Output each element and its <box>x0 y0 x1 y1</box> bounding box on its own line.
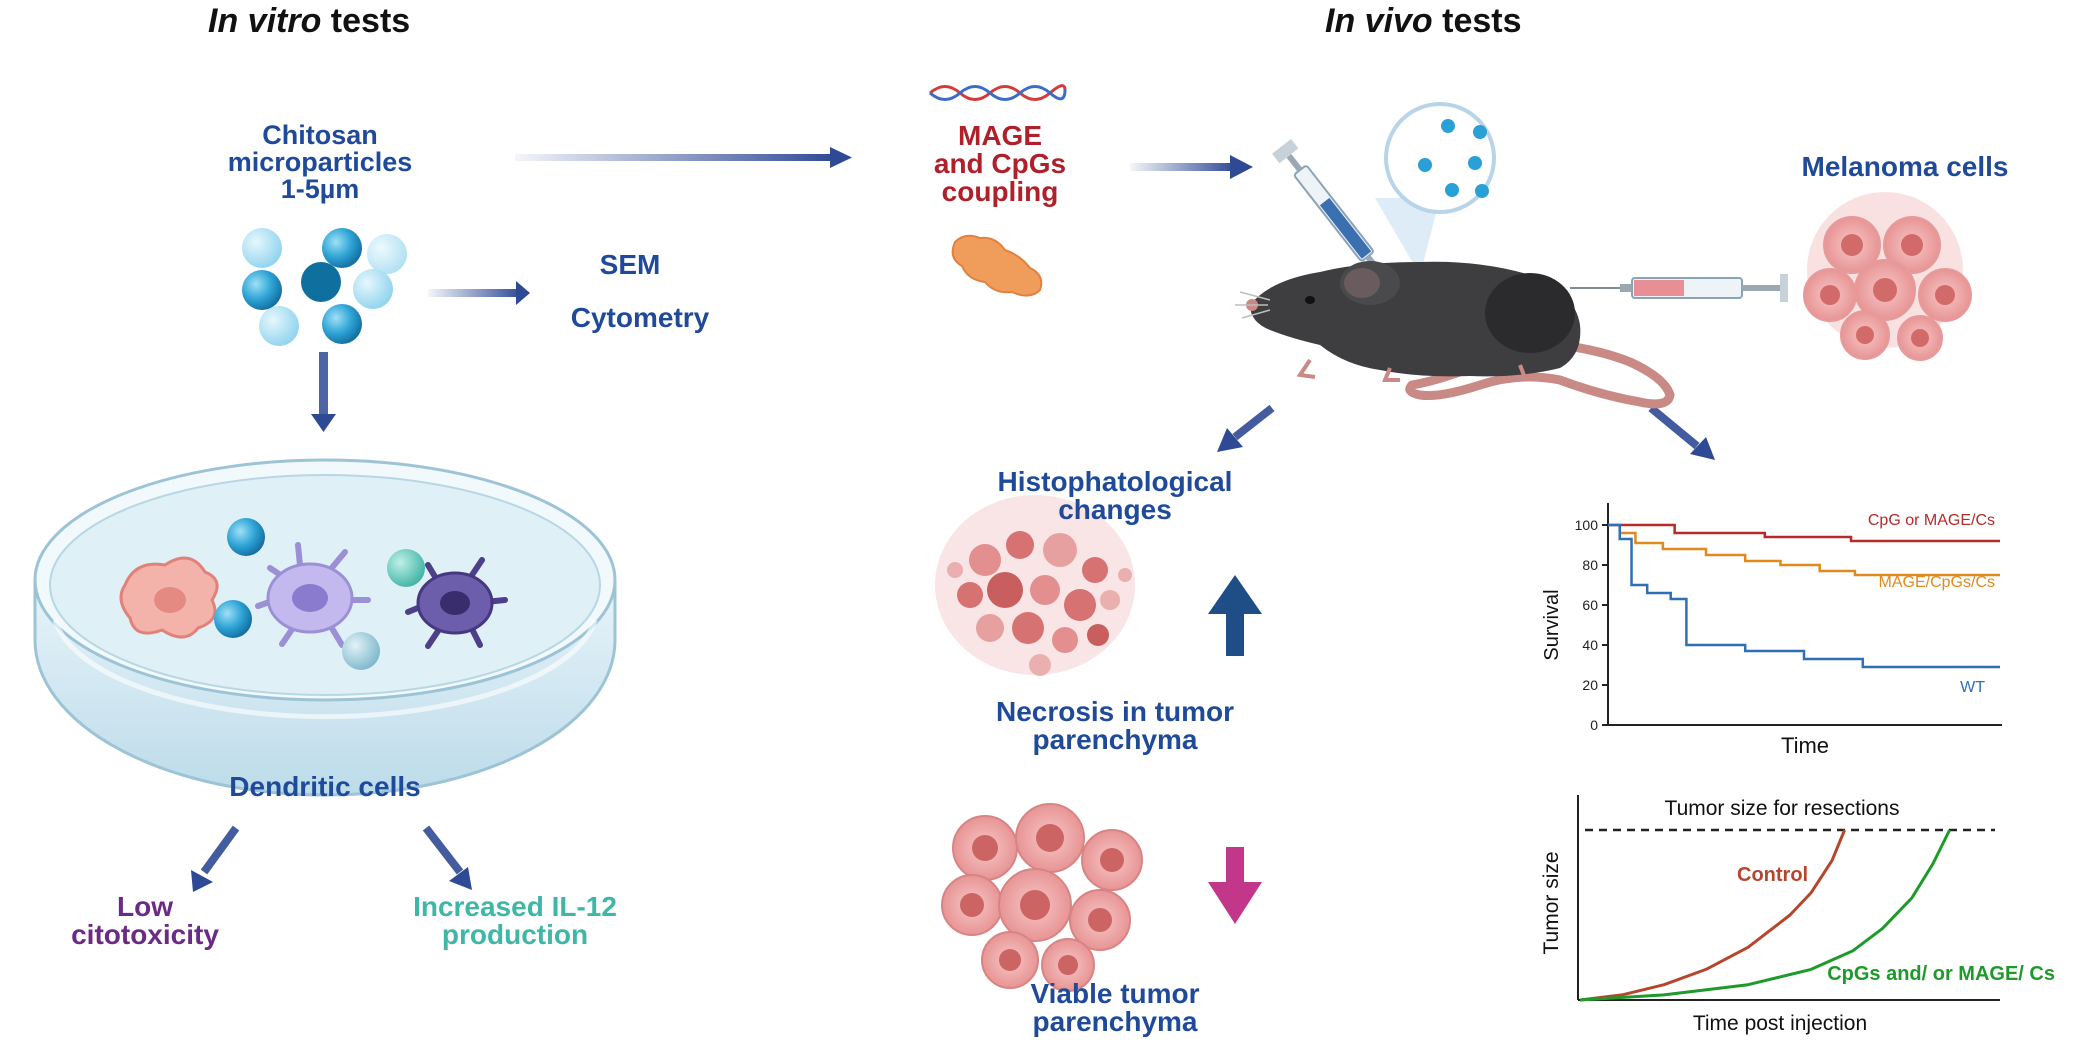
survival-y-tick-label: 80 <box>1582 557 1598 573</box>
in-vivo-heading: In vivo tests <box>1325 2 1522 41</box>
dna-strand-icon <box>929 84 1067 101</box>
survival-series-1-line <box>1608 523 2000 577</box>
survival-y-label: Survival <box>1541 589 1563 660</box>
dish-particle-2-icon <box>214 600 252 638</box>
dish-particle-4-icon <box>387 549 425 587</box>
low-citotoxicity-label: Low citotoxicity <box>40 893 250 949</box>
microparticles-cluster-icon <box>242 228 407 346</box>
survival-series-2-line <box>1608 523 2000 669</box>
in-vitro-heading: In vitro tests <box>208 2 410 41</box>
protein-blob-icon <box>951 234 1043 297</box>
low-line-2: citotoxicity <box>71 919 219 950</box>
mage-line-2: and CpGs <box>933 148 1067 179</box>
viable-line-1: Viable tumor <box>1030 978 1200 1009</box>
tumor-title: Tumor size for resections <box>1665 797 1900 820</box>
in-vivo-rest: tests <box>1442 2 1522 40</box>
down-arrow <box>1208 847 1262 924</box>
arrow-mouse-to-graphs <box>1648 404 1715 460</box>
tumor-series-1-line <box>1579 829 1951 1002</box>
cytometry-label: Cytometry <box>570 302 710 333</box>
melanoma-cells-icon <box>1803 192 1972 361</box>
il12-line-1: Increased IL-12 <box>413 891 617 922</box>
arrow-particles-to-dish <box>311 352 336 432</box>
survival-chart: 0 20 40 60 80 100 CpG or MAGE/CsMAGE/CpGs/CsW… <box>1541 503 2002 758</box>
chitosan-line-3: 1-5µm <box>280 174 360 204</box>
viable-line-2: parenchyma <box>1032 1006 1198 1037</box>
dendritic-cells-label: Dendritic cells <box>229 771 421 802</box>
magnifier-bubble-icon <box>1375 102 1496 275</box>
survival-y-tick-label: 60 <box>1582 597 1598 613</box>
melanoma-cells-label: Melanoma cells <box>1801 151 2009 182</box>
chitosan-label: Chitosan microparticles 1-5µm <box>180 122 460 203</box>
syringe-melanoma-icon <box>1570 274 1788 302</box>
arrow-chitosan-to-mage <box>515 147 852 168</box>
histo-line-2: changes <box>1058 494 1172 525</box>
necrosis-line-1: Necrosis in tumor <box>995 696 1235 727</box>
dendritic-cell-lavender-icon <box>255 542 371 648</box>
survival-series-0-label: CpG or MAGE/Cs <box>1868 512 1995 529</box>
survival-y-tick-label: 20 <box>1582 677 1598 693</box>
in-vitro-rest: tests <box>330 2 411 40</box>
necrotic-tissue-icon <box>935 495 1135 676</box>
tumor-series-0-label: Control <box>1737 864 1808 886</box>
necrosis-label: Necrosis in tumor parenchyma <box>880 698 1350 754</box>
sem-label: SEM <box>599 249 661 280</box>
survival-y-tick-label: 100 <box>1575 517 1599 533</box>
mage-line-3: coupling <box>941 176 1059 207</box>
il12-label: Increased IL-12 production <box>375 893 655 949</box>
arrow-mouse-to-histo <box>1217 404 1275 452</box>
histo-line-1: Histophatological <box>997 466 1233 497</box>
survival-y-tick-label: 40 <box>1582 637 1598 653</box>
in-vitro-italic: In vitro <box>208 2 322 40</box>
histo-label: Histophatological changes <box>890 468 1340 524</box>
viable-tumor-icon <box>941 803 1143 992</box>
il12-line-2: production <box>441 919 589 950</box>
mouse-icon <box>1235 261 1675 409</box>
survival-series-1-label: MAGE/CpGs/Cs <box>1879 574 1995 591</box>
arrow-particles-to-analysis <box>428 281 530 305</box>
survival-series-0-line <box>1608 523 2000 543</box>
tumor-x-label: Time post injection <box>1693 1012 1867 1035</box>
dish-particle-1-icon <box>227 518 265 556</box>
dendritic-cell-pink-icon <box>119 556 219 639</box>
survival-y-tick-label: 0 <box>1590 717 1598 733</box>
survival-x-label: Time <box>1781 733 1829 758</box>
low-line-1: Low <box>117 891 173 922</box>
in-vivo-italic: In vivo <box>1325 2 1433 40</box>
viable-label: Viable tumor parenchyma <box>900 980 1330 1036</box>
dendritic-cell-purple-icon <box>405 557 508 649</box>
up-arrow <box>1208 575 1262 656</box>
arrow-dendritic-to-il12 <box>422 825 472 890</box>
necrosis-line-2: parenchyma <box>1032 724 1198 755</box>
tumor-series-1-label: CpGs and/ or MAGE/ Cs <box>1827 963 2055 985</box>
tumor-y-label: Tumor size <box>1540 851 1563 954</box>
arrow-mage-to-mouse <box>1130 155 1253 179</box>
mage-line-1: MAGE <box>958 120 1042 151</box>
tumor-series-0-line <box>1579 829 1846 1002</box>
dish-particle-3-icon <box>342 632 380 670</box>
survival-series-2-label: WT <box>1960 679 1985 696</box>
chitosan-line-1: Chitosan <box>262 120 378 150</box>
arrow-dendritic-to-low <box>191 825 240 892</box>
chitosan-line-2: microparticles <box>227 147 413 177</box>
mage-cpgs-label: MAGE and CpGs coupling <box>920 122 1080 206</box>
